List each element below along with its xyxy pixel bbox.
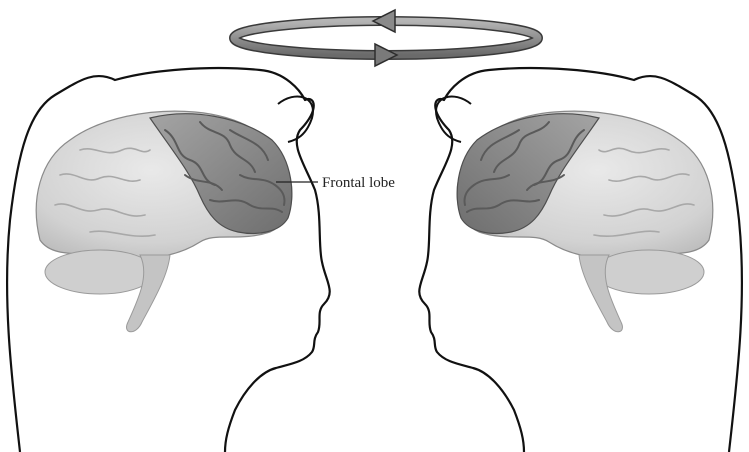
right-cerebellum xyxy=(594,250,704,294)
frontal-lobe-label: Frontal lobe xyxy=(322,175,395,191)
right-head xyxy=(419,68,742,452)
left-cerebellum xyxy=(45,250,155,294)
exchange-arrows xyxy=(234,10,538,66)
top-arrow-head-icon xyxy=(373,10,395,32)
frontal-lobe-callout: Frontal lobe xyxy=(276,175,395,191)
bottom-arrow-head-icon xyxy=(375,44,397,66)
left-head xyxy=(7,68,330,452)
